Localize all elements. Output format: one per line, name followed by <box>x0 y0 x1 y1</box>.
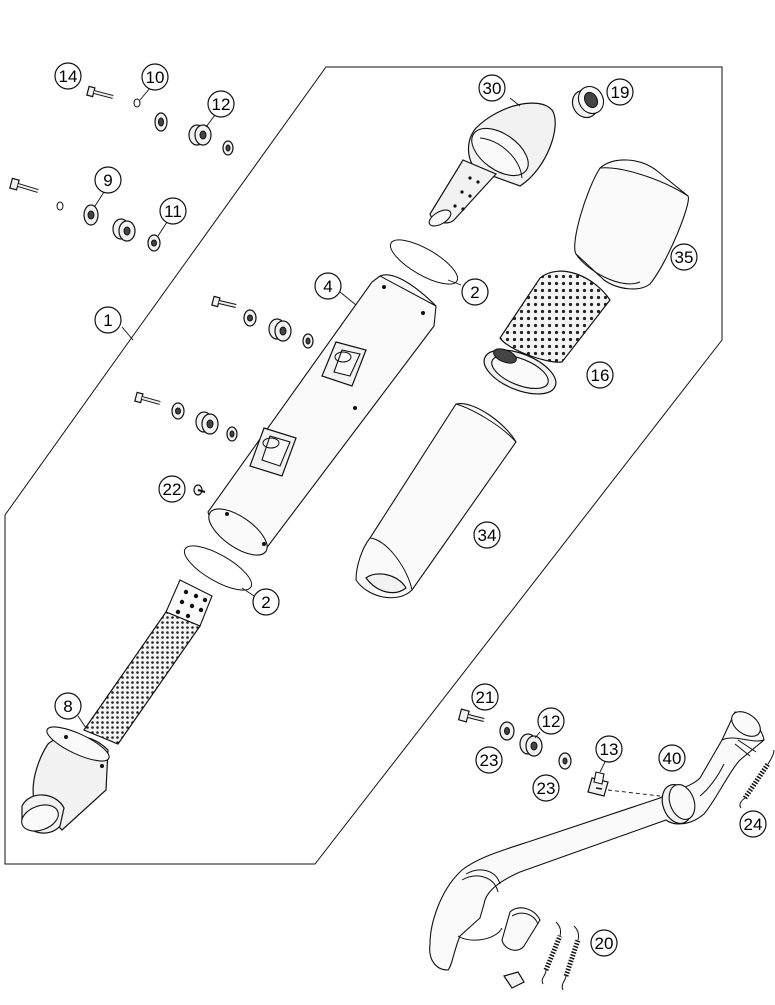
callout-label: 4 <box>323 277 332 296</box>
callout-16: 16 <box>586 361 614 389</box>
bolt-14 <box>86 85 114 99</box>
callout-35: 35 <box>670 243 698 271</box>
callout-40: 40 <box>658 744 686 772</box>
callout-label: 12 <box>212 95 231 114</box>
callout-11: 11 <box>159 197 187 225</box>
callout-1: 1 <box>94 306 122 334</box>
callout-20: 20 <box>590 929 618 957</box>
mount-hardware-group <box>457 708 661 797</box>
bushing-mid <box>112 218 136 242</box>
callout-label: 40 <box>663 749 682 768</box>
bolt-left <box>9 177 39 193</box>
end-cap-30 <box>428 97 556 227</box>
washer-9 <box>83 204 99 226</box>
inner-pipe-8 <box>21 579 213 834</box>
callout-23-b: 23 <box>532 774 560 802</box>
callout-label: 23 <box>480 751 499 770</box>
hardware-group-top <box>86 85 234 156</box>
washer-23-a <box>499 721 515 741</box>
washer-23-b <box>558 752 572 770</box>
callout-label: 19 <box>611 83 630 102</box>
callout-label: 23 <box>537 779 556 798</box>
perforated-insert-16 <box>483 270 611 395</box>
callout-label: 22 <box>163 480 182 499</box>
header-pipe-40 <box>429 711 765 989</box>
hardware-group-mid <box>9 177 168 252</box>
callout-label: 21 <box>476 688 495 707</box>
callout-21: 21 <box>471 683 499 711</box>
leader-1 <box>121 326 134 341</box>
clip-small <box>56 201 64 211</box>
hardware-group-silencer-bottom <box>134 391 238 442</box>
callout-label: 34 <box>478 526 497 545</box>
callout-label: 20 <box>595 934 614 953</box>
spring-20-a <box>541 921 563 985</box>
callout-24: 24 <box>739 810 767 838</box>
callout-label: 16 <box>591 366 610 385</box>
callout-9: 9 <box>94 166 122 194</box>
callout-2-bottom: 2 <box>252 588 280 616</box>
mount-bracket-lower <box>249 427 297 477</box>
callout-19: 19 <box>606 78 634 106</box>
callout-4: 4 <box>314 272 342 300</box>
spring-20-b <box>561 925 581 991</box>
callout-34: 34 <box>473 521 501 549</box>
ring-top <box>222 140 234 156</box>
callout-label: 2 <box>470 283 479 302</box>
bushing-12-top <box>188 124 212 146</box>
assembly-frame <box>4 66 723 865</box>
hardware-group-silencer-top <box>211 295 314 349</box>
ring-11 <box>147 234 161 252</box>
callout-12-bottom: 12 <box>537 707 565 735</box>
callout-23-a: 23 <box>475 746 503 774</box>
callout-13: 13 <box>595 735 623 763</box>
callout-label: 11 <box>164 202 182 221</box>
washer-top <box>154 112 168 132</box>
callout-label: 8 <box>63 697 72 716</box>
callout-2-top: 2 <box>461 278 489 306</box>
grommet-19 <box>571 85 605 119</box>
bushing-12-bottom <box>519 733 543 757</box>
callout-label: 1 <box>103 311 112 330</box>
outer-sleeve-34 <box>355 403 517 599</box>
mount-bracket-upper <box>321 341 367 387</box>
callout-14: 14 <box>54 62 82 90</box>
callout-label: 30 <box>483 79 502 98</box>
callout-label: 10 <box>146 68 165 87</box>
gasket-2-top <box>389 239 459 285</box>
callout-label: 24 <box>744 815 763 834</box>
callout-label: 2 <box>261 593 270 612</box>
callout-label: 13 <box>600 740 619 759</box>
callout-12-top: 12 <box>207 90 235 118</box>
callout-22: 22 <box>158 475 186 503</box>
callout-8: 8 <box>54 692 82 720</box>
callout-10: 10 <box>141 63 169 91</box>
callout-label: 9 <box>103 171 112 190</box>
callout-30: 30 <box>478 74 506 102</box>
rivet-22 <box>193 484 206 496</box>
clip-nut-13 <box>587 771 609 797</box>
spring-24 <box>739 749 775 809</box>
bolt-21 <box>457 708 485 723</box>
gasket-2-bottom <box>183 545 253 591</box>
callout-label: 14 <box>59 67 78 86</box>
clip-10 <box>133 98 141 108</box>
callout-label: 12 <box>542 712 561 731</box>
callout-label: 35 <box>675 248 694 267</box>
silencer-body-4 <box>207 274 437 556</box>
sleeve-35 <box>574 159 689 290</box>
